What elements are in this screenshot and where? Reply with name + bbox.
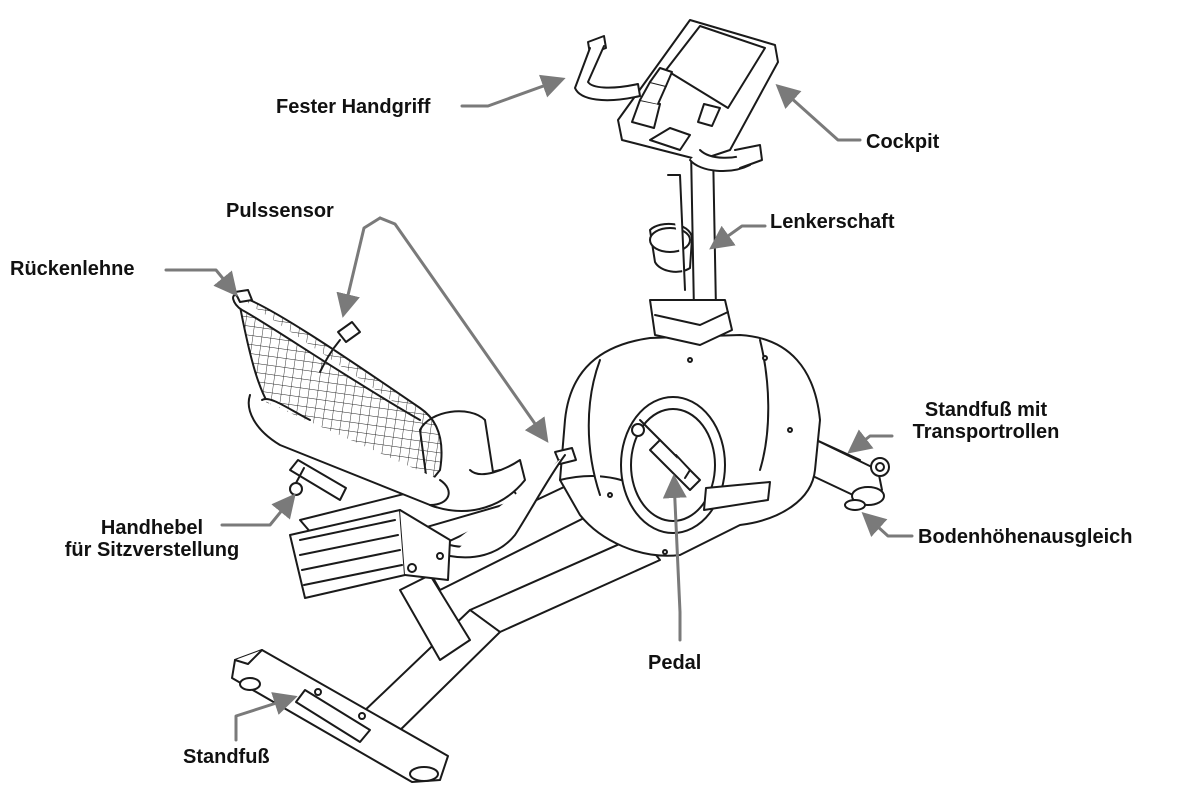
leader-pedal [662,474,687,642]
label-standfuss: Standfuß [183,746,270,768]
label-cockpit: Cockpit [866,131,940,153]
label-standfuss-transportrollen-line1: Standfuß mit [924,399,1048,421]
label-lenkerschaft: Lenkerschaft [770,211,895,233]
backrest [232,289,450,506]
flywheel-housing [559,334,821,557]
console [617,19,779,161]
leader-lenkerschaft [709,224,767,250]
label-handhebel-line1: Handhebel [100,517,204,539]
label-pulssensor: Pulssensor [226,200,334,222]
leader-standfuss [234,692,298,742]
leader-cockpit [775,83,862,142]
fixed-handle [574,35,763,172]
leader-pulssensor-right [378,216,549,443]
leader-bodenhoehenausgleich [861,511,914,538]
leader-fester-handgriff [460,74,566,108]
leader-pulssensor-left [336,216,382,318]
leader-handhebel [220,493,296,527]
bike-outline [231,19,890,783]
leader-lines [164,74,914,742]
leader-rueckenlehne [164,268,238,297]
front-stabilizer-foot [231,649,449,783]
label-fester-handgriff: Fester Handgriff [276,96,431,118]
seat [289,410,526,599]
label-pedal: Pedal [648,652,702,674]
label-handhebel-line2: für Sitzverstellung [64,539,240,561]
leader-standfuss-transport [847,429,894,454]
label-bodenhoehenausgleich: Bodenhöhenausgleich [918,526,1133,548]
rear-stabilizer-foot [799,437,890,511]
side-handles [261,321,577,559]
label-handhebel: Handhebel für Sitzverstellung [40,517,264,561]
label-standfuss-transportrollen-line2: Transportrollen [912,421,1060,443]
label-standfuss-transportrollen: Standfuß mit Transportrollen [896,399,1076,443]
label-rueckenlehne: Rückenlehne [10,258,135,280]
seat-lever [289,459,347,501]
